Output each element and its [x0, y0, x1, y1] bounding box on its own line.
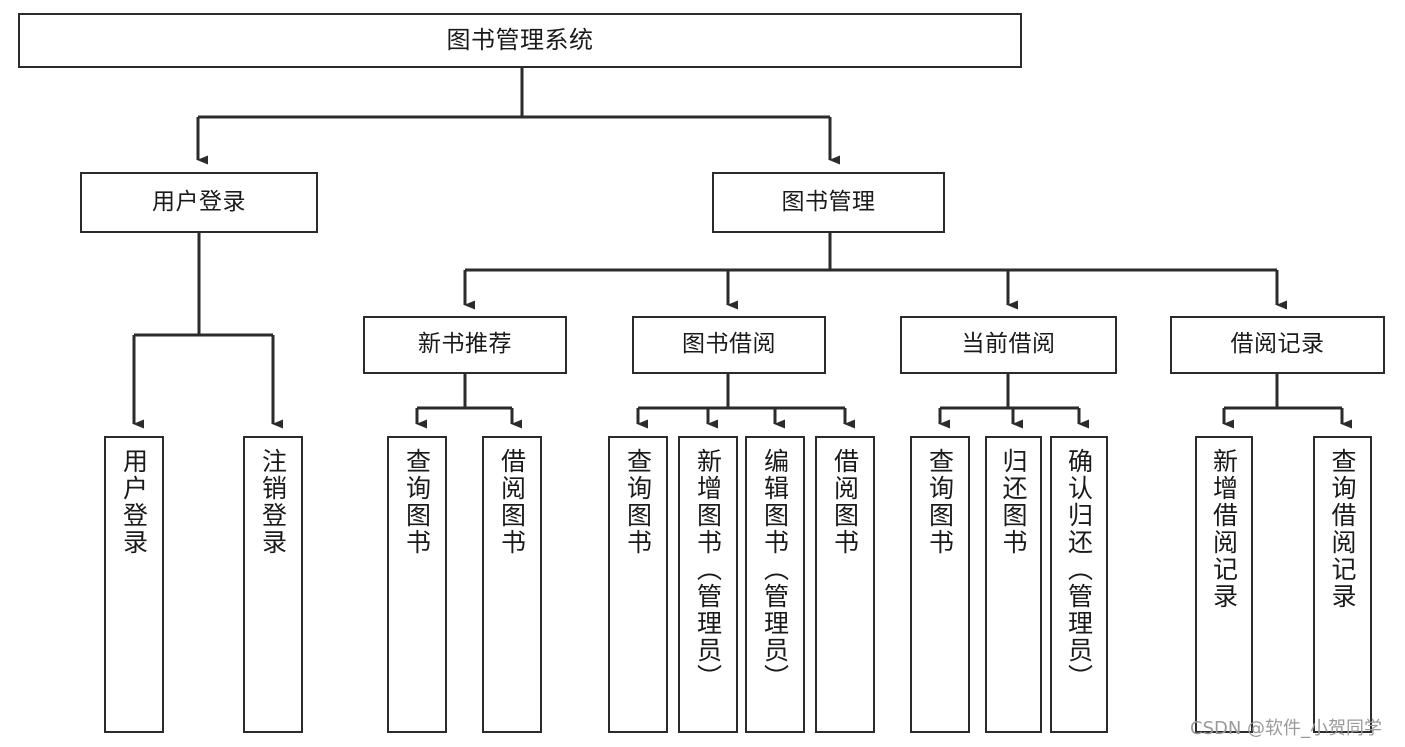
- leaf-return-book-label: 归还图书: [999, 448, 1028, 556]
- node-book-borrow[interactable]: 图书借阅: [632, 316, 826, 374]
- leaf-query-book-borrow[interactable]: 查询图书: [608, 436, 668, 733]
- leaf-confirm-return-admin[interactable]: 确认归还（管理员）: [1050, 436, 1108, 733]
- leaf-confirm-return-admin-label: 确认归还（管理员）: [1064, 448, 1094, 691]
- node-current-borrow-label: 当前借阅: [961, 331, 1056, 358]
- leaf-borrow-book[interactable]: 借阅图书: [815, 436, 875, 733]
- node-borrow-record-label: 借阅记录: [1230, 331, 1325, 358]
- leaf-add-borrow-record-label: 新增借阅记录: [1209, 448, 1239, 610]
- leaf-add-book-admin[interactable]: 新增图书（管理员）: [678, 436, 738, 733]
- node-book-borrow-label: 图书借阅: [682, 331, 776, 358]
- leaf-logout[interactable]: 注销登录: [243, 436, 303, 733]
- leaf-add-borrow-record[interactable]: 新增借阅记录: [1195, 436, 1253, 733]
- leaf-edit-book-admin[interactable]: 编辑图书（管理员）: [745, 436, 805, 733]
- leaf-logout-label: 注销登录: [258, 448, 288, 556]
- leaf-edit-book-admin-label: 编辑图书（管理员）: [760, 448, 790, 691]
- node-current-borrow[interactable]: 当前借阅: [900, 316, 1117, 374]
- leaf-user-login-label: 用户登录: [119, 448, 149, 556]
- node-user-login[interactable]: 用户登录: [80, 172, 318, 233]
- node-borrow-record[interactable]: 借阅记录: [1170, 316, 1385, 374]
- leaf-borrow-book-label: 借阅图书: [830, 448, 860, 556]
- node-book-management[interactable]: 图书管理: [712, 172, 945, 233]
- leaf-query-borrow-record-label: 查询借阅记录: [1328, 448, 1357, 610]
- node-root[interactable]: 图书管理系统: [18, 13, 1022, 68]
- leaf-return-book[interactable]: 归还图书: [985, 436, 1042, 733]
- node-new-book-recommend[interactable]: 新书推荐: [363, 316, 567, 374]
- leaf-query-book-recommend[interactable]: 查询图书: [387, 436, 447, 733]
- leaf-query-borrow-record[interactable]: 查询借阅记录: [1313, 436, 1372, 733]
- leaf-add-book-admin-label: 新增图书（管理员）: [693, 448, 723, 691]
- leaf-user-login[interactable]: 用户登录: [104, 436, 164, 733]
- node-user-login-label: 用户登录: [152, 188, 246, 215]
- leaf-query-book-recommend-label: 查询图书: [402, 448, 432, 556]
- node-book-management-label: 图书管理: [781, 188, 876, 215]
- node-root-label: 图书管理系统: [446, 26, 594, 55]
- leaf-borrow-book-recommend-label: 借阅图书: [497, 448, 527, 556]
- leaf-query-book-borrow-label: 查询图书: [623, 448, 653, 556]
- watermark-text: CSDN @软件_小贺同学: [1190, 718, 1383, 739]
- leaf-query-book-current-label: 查询图书: [925, 448, 955, 556]
- node-new-book-recommend-label: 新书推荐: [418, 331, 512, 358]
- leaf-query-book-current[interactable]: 查询图书: [910, 436, 970, 733]
- leaf-borrow-book-recommend[interactable]: 借阅图书: [482, 436, 542, 733]
